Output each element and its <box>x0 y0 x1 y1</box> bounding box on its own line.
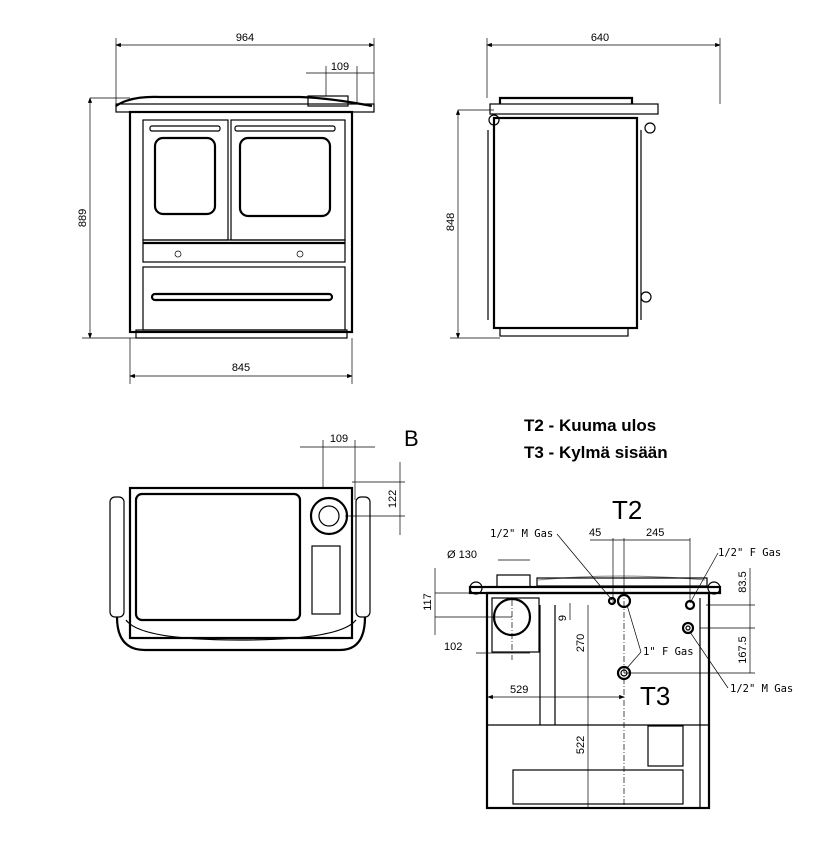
dim-front-width-top: 964 <box>236 32 254 44</box>
dim-flue-diameter: Ø 130 <box>447 549 477 561</box>
legend-t3: T3 - Kylmä sisään <box>524 443 668 462</box>
dim-top-flue-offset: 109 <box>330 433 348 445</box>
dim-117: 117 <box>422 593 434 611</box>
label-half-m-gas-bottom: 1/2" M Gas <box>730 683 793 695</box>
view-label-b: B <box>404 426 419 451</box>
dim-top-flue-depth: 122 <box>387 490 399 508</box>
dim-522: 522 <box>575 736 587 754</box>
dim-front-height: 889 <box>77 209 89 227</box>
dim-side-height: 848 <box>445 213 457 231</box>
front-view: 964 109 889 845 <box>77 32 375 384</box>
dim-9: 9 <box>557 615 569 621</box>
label-t3: T3 <box>640 681 670 711</box>
label-one-f-gas: 1" F Gas <box>643 646 694 658</box>
dim-529: 529 <box>510 684 528 696</box>
dim-270: 270 <box>575 634 587 652</box>
dim-front-flue-offset: 109 <box>331 61 349 73</box>
top-view: 109 122 B <box>109 426 419 652</box>
dim-102: 102 <box>444 641 462 653</box>
label-t2: T2 <box>612 495 642 525</box>
legend-t2: T2 - Kuuma ulos <box>524 416 656 435</box>
dim-side-depth: 640 <box>591 32 609 44</box>
dim-167-5: 167.5 <box>737 636 749 664</box>
side-view: 640 848 <box>445 32 721 339</box>
dim-front-width-body: 845 <box>232 362 250 374</box>
dim-45: 45 <box>589 527 601 539</box>
dim-245: 245 <box>646 527 664 539</box>
label-half-m-gas-top: 1/2" M Gas <box>490 528 553 540</box>
label-half-f-gas: 1/2" F Gas <box>718 547 781 559</box>
dim-83-5: 83.5 <box>737 571 749 592</box>
rear-view: T2 T3 1/2" M Gas 45 245 1/2" F Gas Ø 130… <box>422 495 793 810</box>
